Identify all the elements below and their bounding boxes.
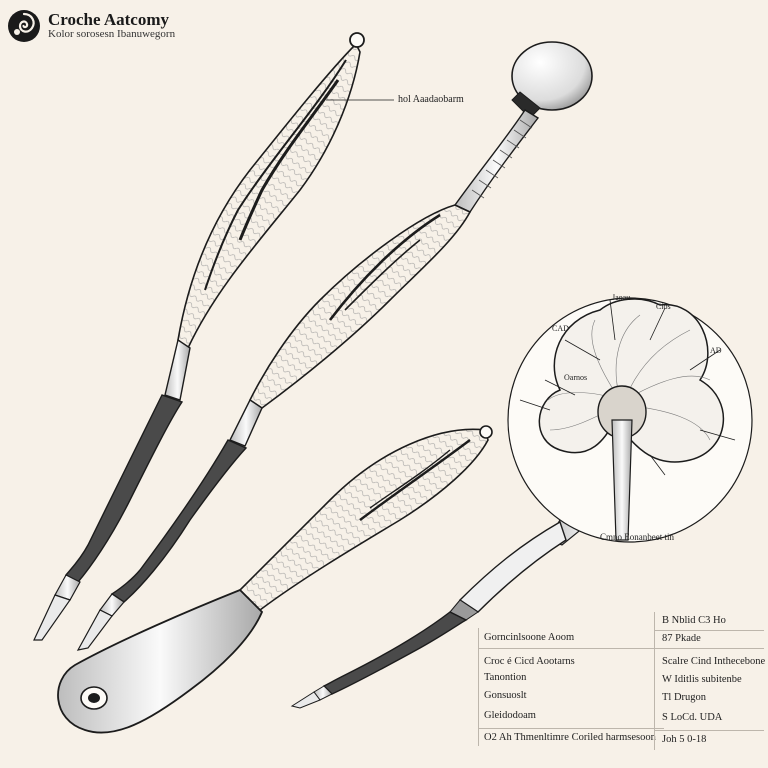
page-subtitle: Kolor sorosesn Ibanuwegorn bbox=[48, 28, 176, 41]
inset-label-far-right: AD bbox=[710, 346, 722, 355]
table-row: O2 Ah Thmenltimre Coriled harmsesoon bbox=[484, 732, 656, 743]
table-row: Croc é Cicd Aootarns bbox=[484, 656, 575, 667]
table-row: Tl Drugon bbox=[662, 692, 707, 703]
table-row: Gorncinlsoone Aoom bbox=[484, 632, 575, 643]
table-row: B Nblid C3 Ho bbox=[662, 615, 726, 626]
brand-titles: Croche Aatcomy Kolor sorosesn Ibanuwegor… bbox=[48, 11, 175, 40]
table-border bbox=[478, 628, 479, 746]
page-title: Croche Aatcomy bbox=[48, 10, 170, 30]
table-row: S LoCd. UDA bbox=[662, 712, 723, 723]
table-divider bbox=[478, 648, 664, 649]
handle-callout-label: hol Aaadaobarm bbox=[398, 94, 464, 105]
table-row: Scalre Cind Inthecebone bbox=[662, 656, 766, 667]
table-row: Gleidodoam bbox=[484, 710, 536, 721]
inset-caption: Cmno Eonanbeet tin bbox=[600, 532, 674, 542]
table-divider bbox=[654, 648, 764, 649]
hook-two bbox=[76, 41, 593, 651]
coiled-shell-logo-icon bbox=[8, 10, 40, 42]
table-divider bbox=[478, 728, 664, 729]
inset-label-left: CAD bbox=[552, 324, 569, 333]
table-row: Tanontion bbox=[484, 672, 527, 683]
brand-header: Croche Aatcomy Kolor sorosesn Ibanuwegor… bbox=[6, 8, 175, 44]
table-border bbox=[654, 612, 655, 750]
table-divider bbox=[654, 730, 764, 731]
table-row: 87 Pkade bbox=[662, 633, 701, 644]
hook-one bbox=[33, 32, 365, 641]
inset-label-mid: Oarnos bbox=[564, 373, 588, 382]
hook-three bbox=[57, 425, 493, 734]
inset-diagram bbox=[507, 297, 753, 543]
inset-label-right: Cios bbox=[656, 302, 671, 311]
table-divider bbox=[654, 630, 764, 631]
table-row: Gonsuoslt bbox=[484, 690, 527, 701]
legend-table-left: Gorncinlsoone Aoom Croc é Cicd Aootarns … bbox=[478, 628, 664, 748]
table-row: Joh 5 0-18 bbox=[662, 734, 707, 745]
table-row: W Iditlis subitenbe bbox=[662, 674, 742, 685]
inset-label-top: Jaoau bbox=[612, 293, 631, 302]
legend-table-right: B Nblid C3 Ho 87 Pkade Scalre Cind Inthe… bbox=[654, 612, 766, 752]
